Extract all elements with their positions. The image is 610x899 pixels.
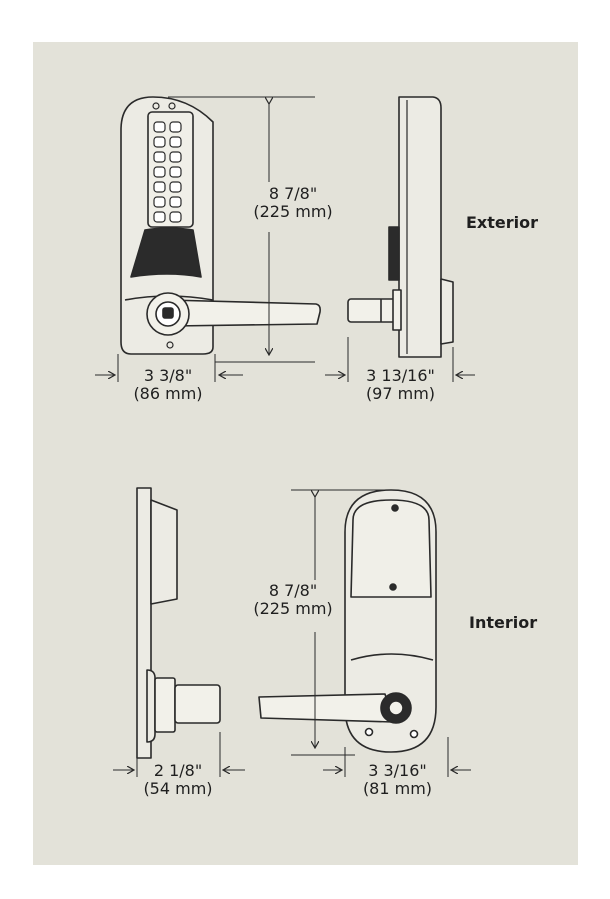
indicator-light (168, 102, 176, 110)
exterior-width-imperial: 3 3/8" (143, 366, 193, 385)
keypad-buttons (153, 121, 182, 223)
interior-width-metric: (81 mm) (362, 779, 433, 798)
exterior-height-label: 8 7/8" (225 mm) (238, 185, 348, 221)
interior-depth-metric: (54 mm) (143, 779, 213, 798)
battery-cover (350, 499, 432, 598)
interior-section-label: Interior (469, 613, 538, 632)
exterior-height-imperial: 8 7/8" (268, 184, 318, 203)
lever-handle (167, 299, 321, 327)
exterior-section-label: Exterior (466, 213, 539, 232)
exterior-depth-label: 3 13/16" (97 mm) (348, 367, 453, 403)
interior-width-label: 3 3/16" (81 mm) (345, 762, 450, 798)
dark-band (130, 227, 202, 278)
indicator-light (152, 102, 160, 110)
exterior-width-metric: (86 mm) (133, 384, 203, 403)
exterior-front-view (120, 96, 321, 355)
side-lever (347, 298, 400, 323)
dimension-lines (95, 96, 475, 777)
diagram-panel: 8 7/8" (225 mm) 3 3/8" (86 mm) 3 13/16" … (33, 42, 578, 865)
exterior-side-view (347, 96, 454, 358)
interior-height-imperial: 8 7/8" (268, 581, 318, 600)
exterior-height-metric: (225 mm) (253, 202, 333, 221)
exterior-side-body (398, 96, 442, 358)
exterior-depth-metric: (97 mm) (365, 384, 436, 403)
interior-depth-imperial: 2 1/8" (153, 761, 203, 780)
interior-height-label: 8 7/8" (225 mm) (238, 582, 348, 618)
interior-side-view (136, 487, 221, 759)
side-dark-band (388, 226, 400, 281)
interior-lever (258, 693, 394, 723)
interior-width-imperial: 3 3/16" (368, 761, 427, 780)
interior-side-spindle (174, 684, 221, 724)
lock-diagram (95, 96, 475, 777)
key-cylinder (162, 307, 174, 319)
interior-height-metric: (225 mm) (253, 599, 333, 618)
exterior-depth-imperial: 3 13/16" (366, 366, 435, 385)
exterior-width-label: 3 3/8" (86 mm) (118, 367, 218, 403)
interior-depth-label: 2 1/8" (54 mm) (128, 762, 228, 798)
interior-front-view (258, 489, 437, 753)
